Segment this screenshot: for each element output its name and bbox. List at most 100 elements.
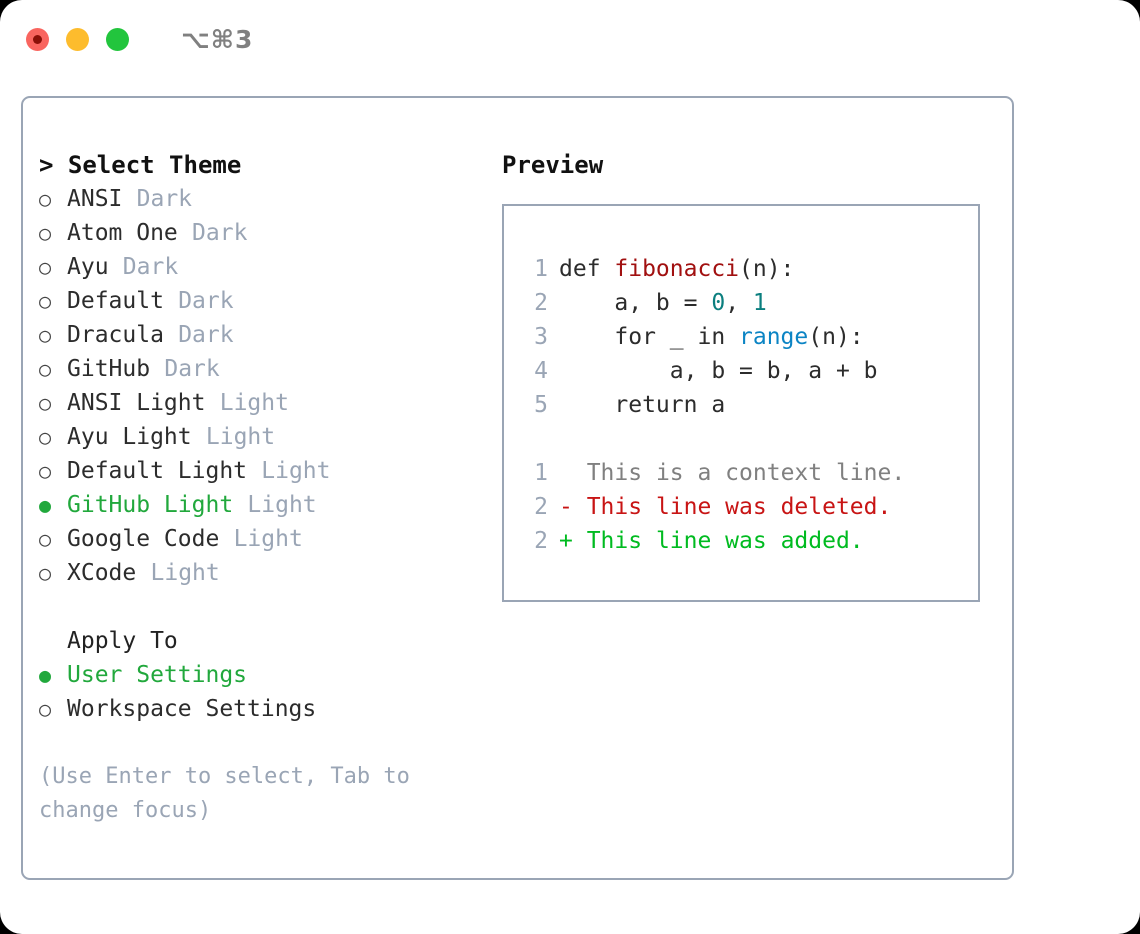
diff-sample: 1 This is a context line.2- This line wa… — [518, 456, 978, 558]
line-number: 1 — [534, 256, 548, 282]
theme-option-variant-tag: Light — [247, 492, 317, 518]
line-number: 2 — [534, 494, 548, 520]
code-line: 1 def fibonacci(n): — [518, 252, 978, 286]
apply-to-option-workspace-settings[interactable]: ○ Workspace Settings — [39, 692, 493, 726]
apply-to-list: ● User Settings ○ Workspace Settings — [39, 658, 493, 726]
code-line: 4 a, b = b, a + b — [518, 354, 978, 388]
radio-unselected-icon: ○ — [39, 697, 52, 721]
theme-option-label: Dracula — [67, 322, 164, 348]
code-line: 2 a, b = 0, 1 — [518, 286, 978, 320]
code-token-builtin: range — [739, 324, 809, 350]
theme-option-label: Atom One — [67, 220, 178, 246]
radio-unselected-icon: ○ — [39, 527, 52, 551]
theme-option-variant-tag: Dark — [122, 254, 179, 280]
close-window-button[interactable] — [26, 27, 49, 51]
theme-option-label: XCode — [67, 560, 137, 586]
theme-option-variant-tag: Dark — [136, 186, 193, 212]
line-number: 2 — [534, 528, 548, 554]
theme-option-atom-one[interactable]: ○ Atom One Dark — [39, 216, 493, 250]
theme-option-github-light[interactable]: ● GitHub Light Light — [39, 488, 493, 522]
code-token-num: 0 — [711, 290, 726, 316]
apply-to-option-user-settings[interactable]: ● User Settings — [39, 658, 493, 692]
theme-option-variant-tag: Light — [219, 390, 289, 416]
theme-option-label: Default — [67, 288, 164, 314]
theme-option-label: ANSI — [67, 186, 123, 212]
theme-option-label: Ayu Light — [67, 424, 192, 450]
theme-option-google-code[interactable]: ○ Google Code Light — [39, 522, 493, 556]
line-number: 3 — [534, 324, 548, 350]
code-token-plain: (n): — [808, 324, 864, 350]
theme-option-ansi[interactable]: ○ ANSI Dark — [39, 182, 493, 216]
theme-option-label: Ayu — [67, 254, 109, 280]
diff-text: This is a context line. — [586, 460, 906, 486]
section-spacer — [39, 590, 493, 624]
radio-unselected-icon: ○ — [39, 221, 52, 245]
apply-to-option-label: User Settings — [67, 662, 248, 688]
code-token-plain: for _ in — [559, 324, 740, 350]
radio-unselected-icon: ○ — [39, 323, 52, 347]
radio-unselected-icon: ○ — [39, 561, 52, 585]
keyboard-hint-text: (Use Enter to select, Tab to change focu… — [39, 764, 410, 823]
diff-text: This line was added. — [586, 528, 864, 554]
theme-option-variant-tag: Dark — [178, 288, 234, 314]
radio-unselected-icon: ○ — [39, 459, 52, 483]
diff-text: This line was deleted. — [586, 494, 892, 520]
theme-option-default[interactable]: ○ Default Dark — [39, 284, 493, 318]
theme-option-github[interactable]: ○ GitHub Dark — [39, 352, 493, 386]
diff-line-context: 1 This is a context line. — [518, 456, 978, 490]
maximize-window-button[interactable] — [106, 27, 129, 51]
code-diff-spacer — [518, 422, 978, 456]
radio-unselected-icon: ○ — [39, 357, 52, 381]
diff-marker: + — [559, 528, 587, 554]
radio-selected-icon: ● — [39, 493, 52, 517]
theme-option-label: GitHub — [67, 356, 151, 382]
code-token-plain: a, b = b, a + b — [559, 358, 878, 384]
keyboard-shortcut-label: ⌥⌘3 — [181, 24, 254, 54]
theme-option-label: ANSI Light — [67, 390, 206, 416]
diff-line-deleted: 2- This line was deleted. — [518, 490, 978, 524]
diff-marker — [559, 456, 587, 490]
apply-to-header: Apply To — [67, 628, 178, 654]
theme-option-variant-tag: Light — [150, 560, 220, 586]
theme-option-ayu[interactable]: ○ Ayu Dark — [39, 250, 493, 284]
code-token-num: 1 — [752, 290, 767, 316]
code-token-plain: return a — [559, 392, 726, 418]
code-line: 5 return a — [518, 388, 978, 422]
diff-line-added: 2 + This line was added. — [518, 524, 978, 558]
theme-option-variant-tag: Light — [205, 424, 276, 450]
theme-option-ayu-light[interactable]: ○ Ayu Light Light — [39, 420, 493, 454]
theme-option-label: Google Code — [67, 526, 220, 552]
code-line: 3 for _ in range(n): — [518, 320, 978, 354]
radio-unselected-icon: ○ — [39, 255, 52, 279]
close-icon — [33, 34, 42, 44]
diff-marker: - — [559, 494, 587, 520]
line-number: 5 — [534, 392, 548, 418]
window-controls — [26, 27, 129, 51]
radio-selected-icon: ● — [39, 663, 52, 687]
radio-unselected-icon: ○ — [39, 187, 52, 211]
code-token-plain: a, b = — [559, 290, 712, 316]
code-token-plain: def — [559, 256, 615, 282]
minimize-window-button[interactable] — [66, 27, 89, 51]
theme-option-label: GitHub Light — [67, 492, 234, 518]
radio-unselected-icon: ○ — [39, 289, 52, 313]
title-bar: ⌥⌘3 — [0, 0, 1140, 78]
preview-title: Preview — [502, 151, 604, 179]
code-token-fn: fibonacci — [614, 256, 740, 282]
code-token-plain: (n): — [739, 256, 795, 282]
radio-unselected-icon: ○ — [39, 425, 52, 449]
theme-option-variant-tag: Dark — [192, 220, 248, 246]
theme-option-xcode[interactable]: ○ XCode Light — [39, 556, 493, 590]
theme-option-variant-tag: Light — [233, 526, 303, 552]
apply-to-option-label: Workspace Settings — [67, 696, 317, 722]
line-number: 1 — [534, 460, 548, 486]
select-theme-header: > Select Theme — [39, 151, 242, 179]
theme-option-variant-tag: Dark — [164, 356, 220, 382]
line-number: 4 — [534, 358, 548, 384]
